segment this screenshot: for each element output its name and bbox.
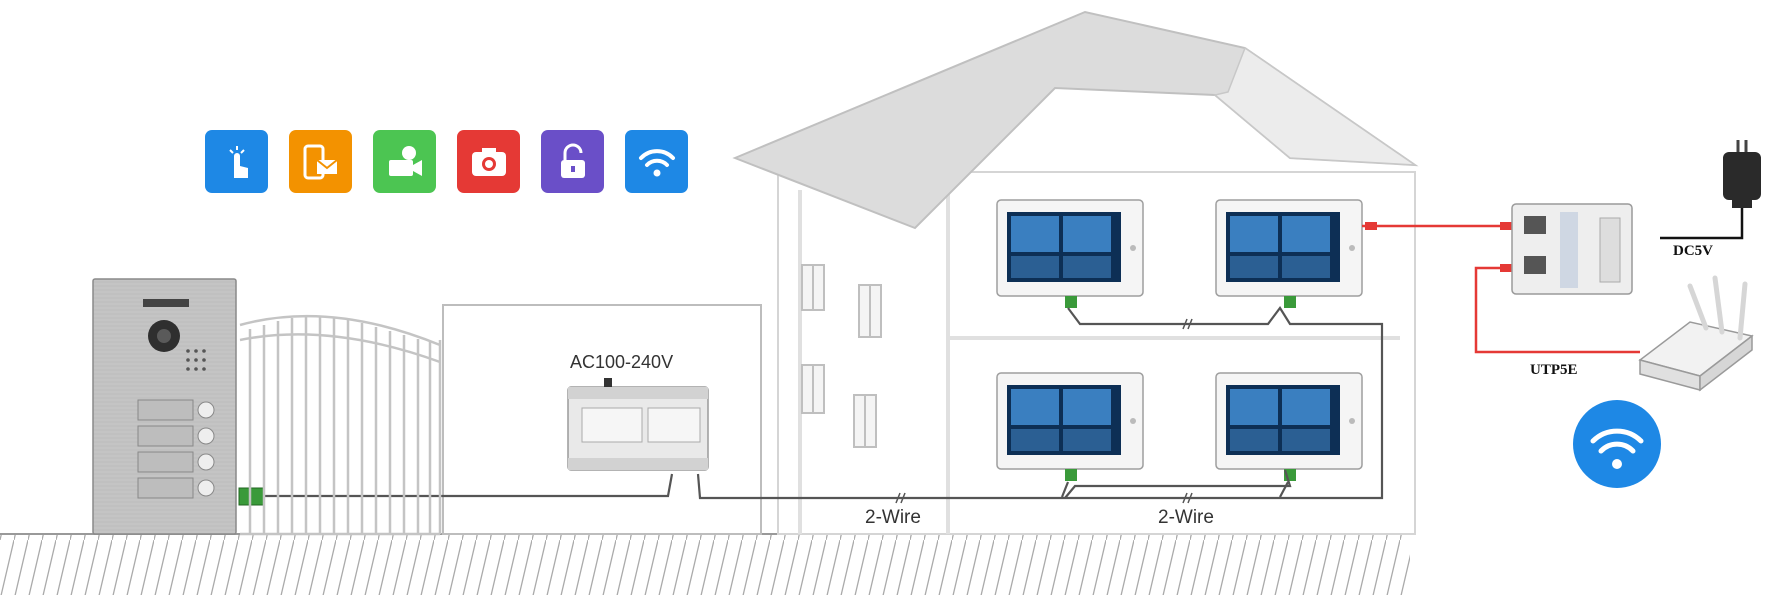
feature-icon-row xyxy=(205,130,688,193)
power-supply xyxy=(567,378,709,471)
video-camera-icon xyxy=(373,130,436,193)
garden-wall xyxy=(442,304,762,535)
unlock-icon xyxy=(541,130,604,193)
adapter-voltage-label: DC5V xyxy=(1673,243,1713,259)
indoor-monitor xyxy=(996,372,1144,481)
router xyxy=(1638,275,1754,392)
indoor-monitor xyxy=(1215,199,1363,308)
door-station xyxy=(92,278,265,535)
cable-type-label: UTP5E xyxy=(1530,362,1578,378)
phone-message-icon xyxy=(289,130,352,193)
photo-camera-icon xyxy=(457,130,520,193)
indoor-monitor xyxy=(996,199,1144,308)
touch-icon xyxy=(205,130,268,193)
power-supply-voltage-label: AC100-240V xyxy=(570,352,674,372)
wire-label-right: 2-Wire xyxy=(1158,507,1214,528)
ground xyxy=(0,533,1410,595)
gate xyxy=(239,314,442,536)
network-cable xyxy=(1362,224,1640,354)
wifi-icon xyxy=(625,130,688,193)
dc-adapter xyxy=(1660,140,1761,240)
wifi-badge-icon xyxy=(1573,400,1661,488)
network-adapter xyxy=(1511,203,1633,295)
indoor-monitor xyxy=(1215,372,1363,481)
windows xyxy=(801,264,882,448)
wire-label-left: 2-Wire xyxy=(865,507,921,528)
